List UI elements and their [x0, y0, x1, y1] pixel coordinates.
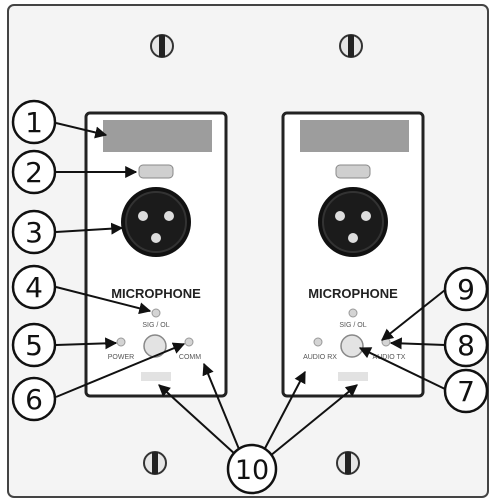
panel-title: MICROPHONE: [111, 286, 201, 301]
audio-rx-led: [313, 337, 323, 347]
label-window: [103, 120, 212, 152]
comm-label: COMM: [179, 354, 201, 361]
push-latch: [335, 164, 371, 179]
sig-ol-led: [348, 308, 358, 318]
screw-icon: [336, 451, 360, 475]
sync-button: [340, 334, 364, 358]
svg-text:10: 10: [235, 455, 269, 486]
label-window: [300, 120, 409, 152]
audio-tx-label: AUDIO TX: [373, 354, 406, 361]
faint-label: [338, 372, 368, 381]
xlr-connector-icon: [121, 187, 191, 257]
svg-text:3: 3: [25, 216, 43, 249]
svg-text:5: 5: [25, 329, 43, 362]
sig-ol-led: [151, 308, 161, 318]
callout-10: 10: [226, 443, 278, 495]
callout-9: 9: [443, 266, 489, 312]
callout-1: 1: [11, 99, 57, 145]
audio-rx-label: AUDIO RX: [303, 354, 337, 361]
screw-icon: [339, 34, 363, 58]
callout-2: 2: [11, 149, 57, 195]
leader-lines: [55, 122, 446, 457]
svg-text:7: 7: [457, 375, 475, 408]
svg-text:6: 6: [25, 383, 43, 416]
faint-label: [141, 372, 171, 381]
svg-text:9: 9: [457, 273, 475, 306]
right-panel: MICROPHONE SIG / OL AUDIO RX AUDIO TX: [281, 111, 425, 398]
callout-6: 6: [11, 376, 57, 422]
callout-7: 7: [443, 368, 489, 414]
power-label: POWER: [108, 354, 134, 361]
left-panel: MICROPHONE SIG / OL POWER COMM: [84, 111, 228, 398]
svg-text:1: 1: [25, 106, 43, 139]
callout-5: 5: [11, 322, 57, 368]
callout-4: 4: [11, 264, 57, 310]
sig-ol-label: SIG / OL: [339, 322, 366, 329]
svg-text:2: 2: [25, 156, 43, 189]
comm-led: [184, 337, 194, 347]
callout-3: 3: [11, 209, 57, 255]
xlr-connector-icon: [318, 187, 388, 257]
screw-icon: [143, 451, 167, 475]
power-led: [116, 337, 126, 347]
svg-text:8: 8: [457, 329, 475, 362]
panel-title: MICROPHONE: [308, 286, 398, 301]
svg-text:4: 4: [25, 271, 43, 304]
callout-8: 8: [443, 322, 489, 368]
screw-icon: [150, 34, 174, 58]
sig-ol-label: SIG / OL: [142, 322, 169, 329]
push-latch: [138, 164, 174, 179]
